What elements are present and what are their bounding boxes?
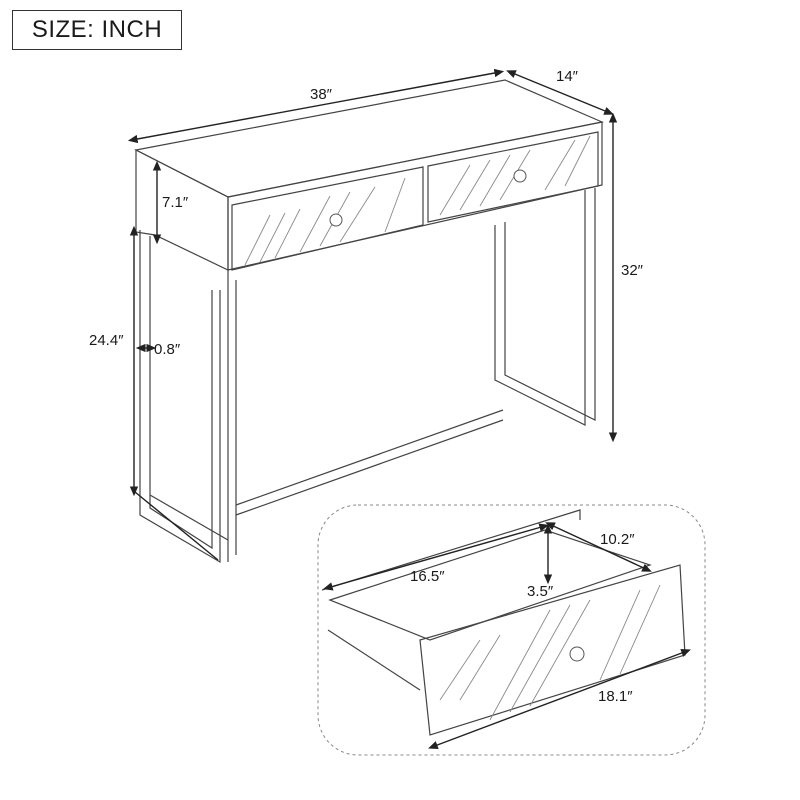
drawer-inner-width-label: 16.5″ [410,568,445,585]
drawer-inner-depth-label: 10.2″ [600,531,635,548]
drawer-inner-height-label: 3.5″ [527,583,554,600]
apron-height-label: 7.1″ [162,194,189,211]
depth-label: 14″ [556,68,578,85]
unit-label-box: SIZE: INCH [12,10,182,50]
table-top [134,79,604,198]
unit-label: SIZE: INCH [31,16,163,43]
drawer-right [427,131,599,223]
drawer-front-width-label: 18.1″ [598,688,633,705]
leg-thickness-label: 0.8″ [154,341,181,358]
width-label: 38″ [310,86,332,103]
drawer-left [231,166,424,271]
drawer-detail-inset [317,504,706,756]
leg-height-label: 24.4″ [89,332,124,349]
height-label: 32″ [621,262,643,279]
